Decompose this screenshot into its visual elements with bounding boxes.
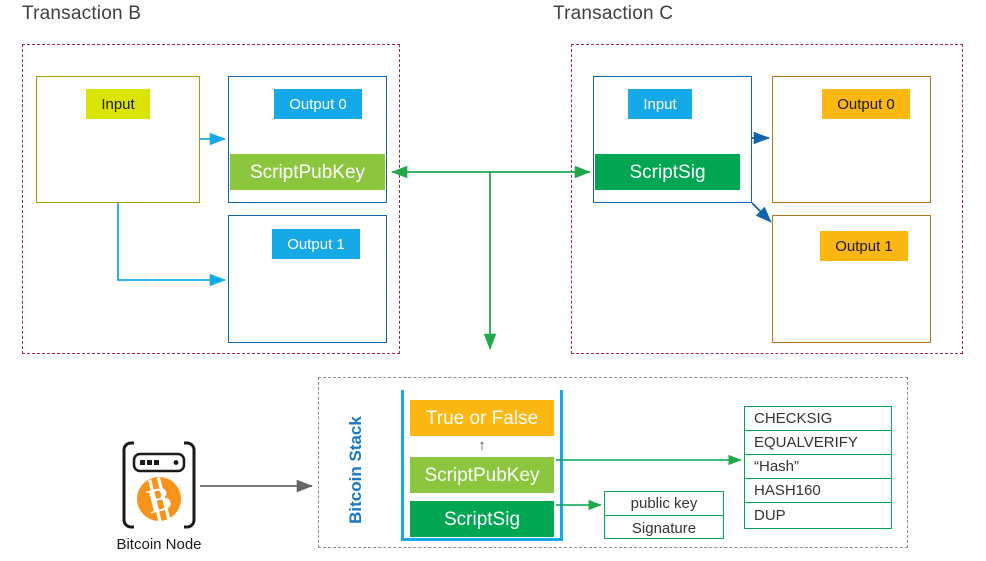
- bitcoin-node-label: Bitcoin Node: [116, 536, 202, 553]
- tx-c-output1-label: Output 1: [820, 231, 908, 261]
- bitcoin-stack-container: [318, 377, 908, 548]
- stack-item-scriptpubkey[interactable]: ScriptPubKey: [410, 457, 554, 493]
- bitcoin-stack-label-wrap: Bitcoin Stack: [341, 410, 371, 530]
- list-item: Signature: [631, 519, 697, 537]
- tx-b-output0-label: Output 0: [274, 89, 362, 119]
- tx-c-output0-label: Output 0: [822, 89, 910, 119]
- tx-c-scriptsig-chip[interactable]: ScriptSig: [595, 154, 740, 190]
- stack-item-scriptsig[interactable]: ScriptSig: [410, 501, 554, 537]
- tx-c-input-label: Input: [628, 89, 692, 119]
- transaction-b-title: Transaction B: [22, 3, 142, 24]
- bitcoin-stack-bracket: [401, 390, 563, 541]
- signature-list: public key Signature: [604, 491, 724, 539]
- opcode-list: CHECKSIG EQUALVERIFY “Hash” HASH160 DUP: [744, 406, 892, 529]
- list-item: public key: [605, 492, 723, 516]
- stack-item-true-or-false[interactable]: True or False: [410, 400, 554, 436]
- list-item: “Hash”: [745, 455, 891, 479]
- tx-b-output1-label: Output 1: [272, 229, 360, 259]
- tx-b-scriptpubkey-chip[interactable]: ScriptPubKey: [230, 154, 385, 190]
- bitcoin-node-icon[interactable]: B: [120, 437, 198, 534]
- transaction-b-container: [22, 44, 400, 354]
- list-item: HASH160: [745, 479, 891, 503]
- transaction-c-title: Transaction C: [553, 3, 674, 24]
- tx-b-input-label: Input: [86, 89, 150, 119]
- list-item: DUP: [754, 507, 786, 524]
- transaction-c-container: [571, 44, 963, 354]
- bitcoin-stack-label: Bitcoin Stack: [346, 416, 365, 524]
- list-item: EQUALVERIFY: [745, 431, 891, 455]
- stack-up-arrow-icon: ↑: [478, 437, 486, 454]
- list-item: CHECKSIG: [745, 407, 891, 431]
